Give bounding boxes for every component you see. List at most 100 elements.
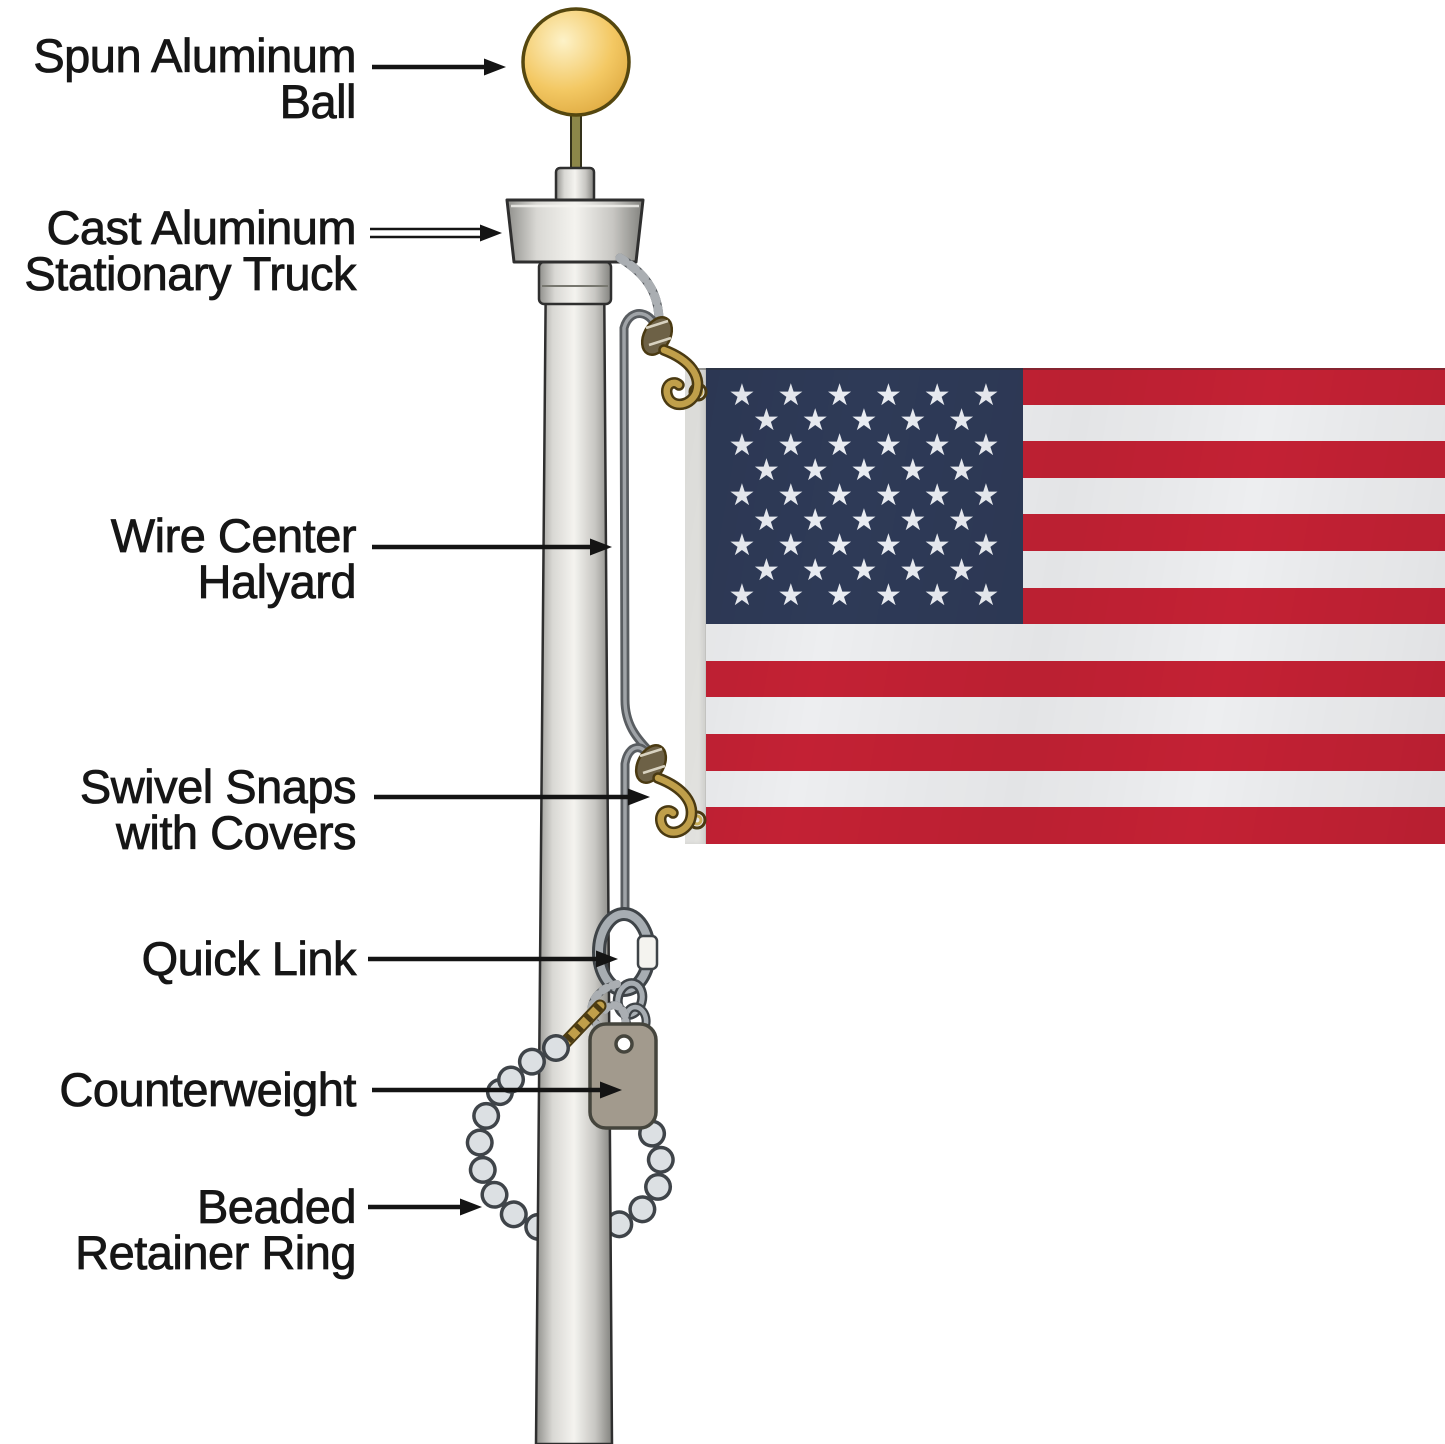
arrow-spun-aluminum-ball xyxy=(372,58,506,76)
star-icon: ★ xyxy=(801,553,829,588)
label-line: Retainer Ring xyxy=(75,1226,357,1279)
flag-stripe xyxy=(705,770,1445,808)
star-icon: ★ xyxy=(728,478,756,513)
arrow-cast-aluminum-truck xyxy=(370,224,502,242)
truck-and-finial xyxy=(505,7,645,264)
star-icon: ★ xyxy=(948,453,976,488)
star-icon: ★ xyxy=(972,578,1000,613)
star-icon: ★ xyxy=(850,503,878,538)
beaded-ring-front xyxy=(488,1034,570,1104)
callout-arrows xyxy=(368,58,650,1216)
counterweight-hole xyxy=(614,1034,634,1054)
label-line: Swivel Snaps xyxy=(79,760,356,813)
flag-stripe xyxy=(705,697,1445,735)
label-line: Quick Link xyxy=(141,932,357,985)
flag-grommets xyxy=(687,382,708,830)
star-icon: ★ xyxy=(826,378,854,413)
star-icon: ★ xyxy=(874,428,902,463)
star-icon: ★ xyxy=(826,478,854,513)
star-icon: ★ xyxy=(923,578,951,613)
flag-stripe xyxy=(705,734,1445,771)
star-icon: ★ xyxy=(972,478,1000,513)
truck-top-collar xyxy=(554,166,596,204)
star-icon: ★ xyxy=(777,378,805,413)
arrow-swivel-snaps xyxy=(374,788,650,806)
label-line: Stationary Truck xyxy=(24,247,357,300)
star-icon: ★ xyxy=(752,553,780,588)
star-icon: ★ xyxy=(874,378,902,413)
stationary-truck xyxy=(505,198,645,264)
star-icon: ★ xyxy=(728,528,756,563)
star-icon: ★ xyxy=(728,378,756,413)
star-icon: ★ xyxy=(752,453,780,488)
star-icon: ★ xyxy=(777,428,805,463)
star-icon: ★ xyxy=(948,553,976,588)
label-quick-link: Quick Link xyxy=(141,932,357,985)
star-icon: ★ xyxy=(801,453,829,488)
spun-aluminum-ball xyxy=(521,7,631,117)
label-line: Cast Aluminum xyxy=(46,201,357,254)
star-icon: ★ xyxy=(874,478,902,513)
star-icon: ★ xyxy=(948,403,976,438)
flag-stripe xyxy=(705,624,1445,661)
label-line: Spun Aluminum xyxy=(33,29,357,82)
arrow-quick-link xyxy=(368,950,618,968)
star-icon: ★ xyxy=(801,403,829,438)
star-icon: ★ xyxy=(972,428,1000,463)
flagpole-shaft xyxy=(534,254,614,1444)
star-icon: ★ xyxy=(923,528,951,563)
star-icon: ★ xyxy=(923,478,951,513)
star-icon: ★ xyxy=(826,428,854,463)
label-cast-aluminum-stationary-truck: Cast Aluminum Stationary Truck xyxy=(24,201,357,300)
label-line: Halyard xyxy=(197,555,357,608)
star-icon: ★ xyxy=(874,578,902,613)
arrow-counterweight xyxy=(372,1081,622,1099)
star-icon: ★ xyxy=(777,578,805,613)
quick-link-sleeve xyxy=(636,934,659,971)
star-icon: ★ xyxy=(899,403,927,438)
flag-stripe xyxy=(705,807,1445,844)
label-swivel-snaps-with-covers: Swivel Snaps with Covers xyxy=(79,760,357,859)
star-icon: ★ xyxy=(899,503,927,538)
star-icon: ★ xyxy=(801,503,829,538)
star-icon: ★ xyxy=(728,578,756,613)
label-line: Ball xyxy=(279,75,357,128)
star-icon: ★ xyxy=(728,428,756,463)
label-beaded-retainer-ring: Beaded Retainer Ring xyxy=(75,1180,357,1279)
star-icon: ★ xyxy=(972,378,1000,413)
flag-canton: ★★★★★★★★★★★★★★★★★★★★★★★★★★★★★★★★★★★★★★★★… xyxy=(705,368,1023,624)
star-icon: ★ xyxy=(826,528,854,563)
swivel-snap-top xyxy=(640,316,704,411)
star-icon: ★ xyxy=(899,453,927,488)
swivel-snap-bottom xyxy=(630,740,691,832)
star-icon: ★ xyxy=(752,503,780,538)
arrow-beaded-retainer-ring xyxy=(368,1198,482,1216)
star-icon: ★ xyxy=(923,428,951,463)
label-spun-aluminum-ball: Spun Aluminum Ball xyxy=(33,29,357,128)
arrow-wire-center-halyard xyxy=(372,538,612,556)
flag-stripe xyxy=(705,660,1445,698)
star-icon: ★ xyxy=(826,578,854,613)
flag-hoist-header xyxy=(685,368,706,844)
star-icon: ★ xyxy=(850,403,878,438)
wire-center-halyard xyxy=(615,253,664,920)
star-icon: ★ xyxy=(850,453,878,488)
star-icon: ★ xyxy=(874,528,902,563)
star-icon: ★ xyxy=(850,553,878,588)
star-icon: ★ xyxy=(948,503,976,538)
label-line: with Covers xyxy=(115,806,357,859)
star-icon: ★ xyxy=(923,378,951,413)
star-icon: ★ xyxy=(777,478,805,513)
label-wire-center-halyard: Wire Center Halyard xyxy=(110,509,357,608)
star-icon: ★ xyxy=(899,553,927,588)
label-counterweight: Counterweight xyxy=(59,1063,357,1116)
star-icon: ★ xyxy=(777,528,805,563)
star-icon: ★ xyxy=(752,403,780,438)
label-line: Beaded xyxy=(196,1180,357,1233)
label-line: Counterweight xyxy=(59,1063,357,1116)
label-line: Wire Center xyxy=(110,509,357,562)
pole-collar xyxy=(537,260,613,306)
counterweight xyxy=(588,1022,658,1130)
